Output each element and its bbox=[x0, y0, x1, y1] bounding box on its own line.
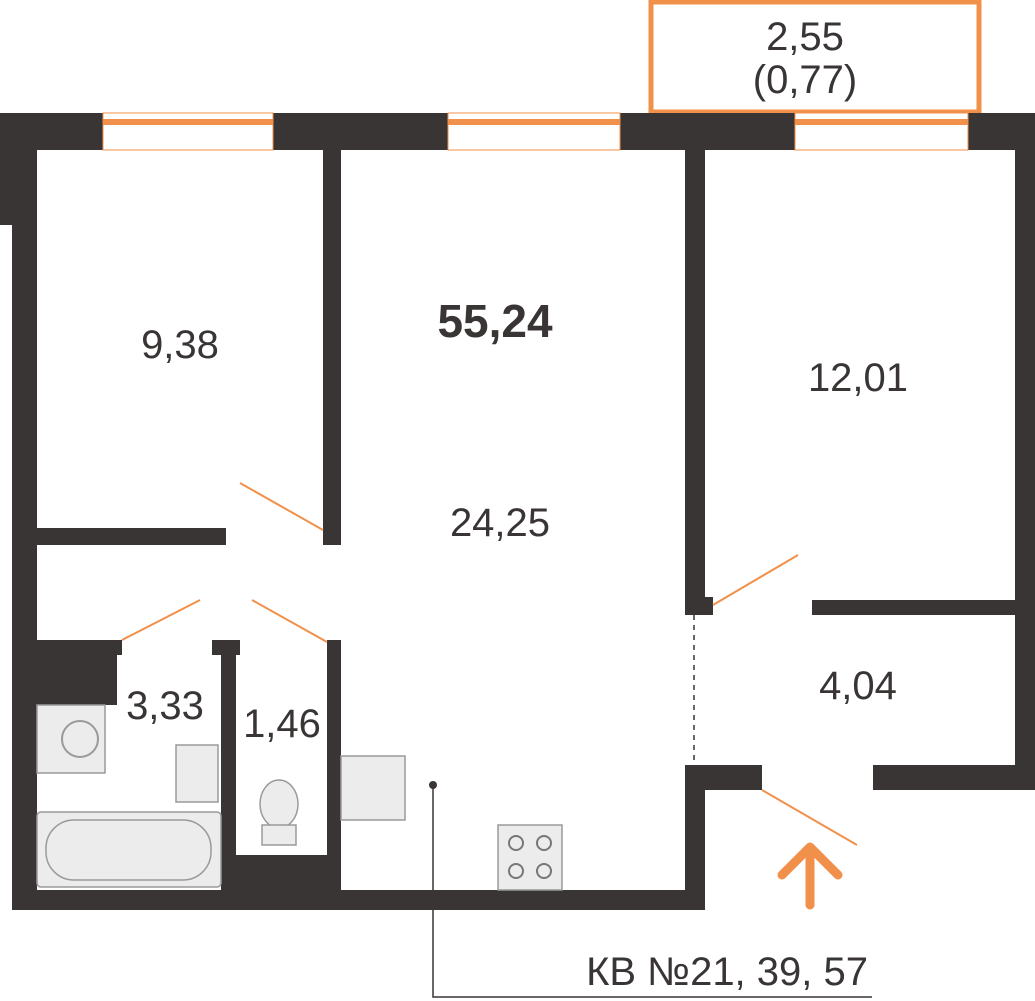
room-area-bedroom: 9,38 bbox=[141, 323, 219, 367]
balcony-outline bbox=[648, 0, 982, 115]
sink-icon bbox=[175, 744, 219, 803]
leader-line bbox=[429, 781, 872, 998]
bathtub-icon bbox=[36, 811, 222, 888]
fixtures bbox=[36, 704, 563, 891]
kitchen-sink-icon bbox=[340, 755, 406, 821]
balcony-area-reduced: (0,77) bbox=[753, 58, 858, 102]
toilet-icon bbox=[259, 779, 299, 829]
total-area: 55,24 bbox=[437, 295, 553, 347]
room-area-hall: 4,04 bbox=[819, 664, 897, 708]
room-area-bedroom-2: 12,01 bbox=[808, 356, 908, 400]
room-area-living: 24,25 bbox=[450, 501, 550, 545]
entrance-arrow-icon bbox=[777, 842, 843, 910]
windows bbox=[102, 112, 969, 151]
walls bbox=[0, 113, 1035, 910]
washing-machine-icon bbox=[36, 704, 106, 774]
room-area-bathroom: 3,33 bbox=[126, 684, 204, 728]
apartment-numbers: КВ №21, 39, 57 bbox=[586, 950, 868, 994]
balcony-area: 2,55 bbox=[766, 15, 844, 59]
room-area-toilet: 1,46 bbox=[243, 702, 321, 746]
stove-icon bbox=[497, 824, 563, 891]
door-swings bbox=[121, 482, 858, 846]
